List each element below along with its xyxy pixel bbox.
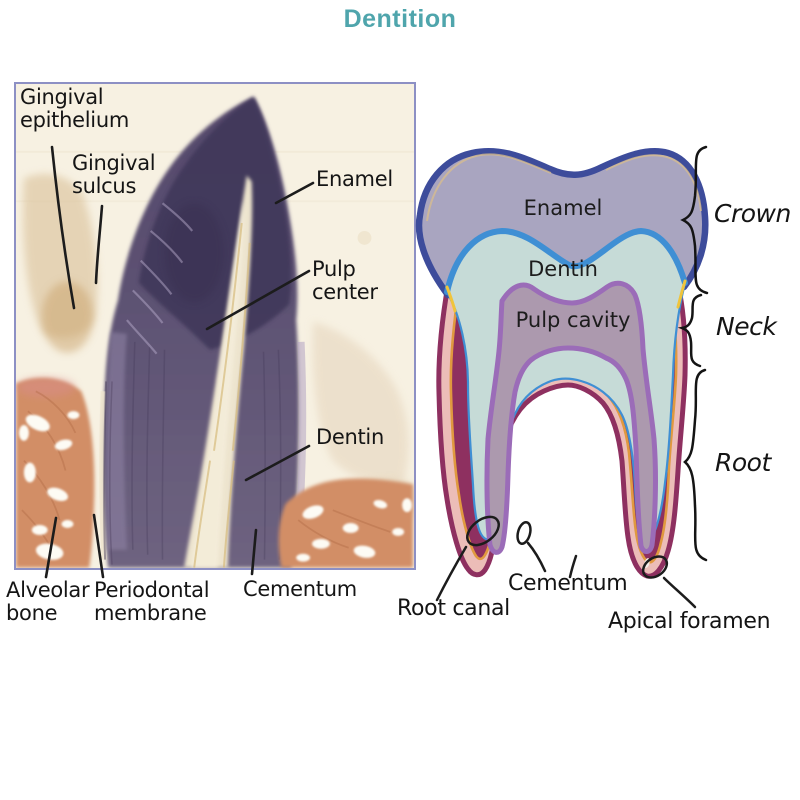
label-diagram-enamel: Enamel: [523, 196, 603, 220]
cementum-loop: [516, 521, 532, 545]
alveolar-bone-region: [16, 377, 95, 568]
label-line: Gingival: [20, 85, 104, 109]
apical-foramen: [644, 558, 650, 568]
label-line: center: [312, 280, 378, 304]
label-root-canal: Root canal: [397, 596, 510, 621]
periodontal-membrane-region: [109, 381, 113, 565]
label-line: sulcus: [72, 174, 137, 198]
page-title: Dentition: [343, 5, 457, 33]
label-diagram-dentin: Dentin: [528, 257, 598, 281]
label-line: Periodontal: [94, 578, 210, 602]
label-line: Alveolar: [6, 578, 90, 602]
label-line: Gingival: [72, 151, 156, 175]
label-line: epithelium: [20, 108, 129, 132]
label-periodontal-membrane: Periodontal membrane: [94, 578, 210, 625]
label-histo-cementum: Cementum: [243, 577, 357, 601]
label-diagram-pulp-cavity: Pulp cavity: [515, 308, 631, 332]
apical-foramen-leader: [662, 576, 697, 609]
label-line: Pulp: [312, 257, 356, 281]
label-line: bone: [6, 601, 58, 625]
label-alveolar-bone: Alveolar bone: [6, 578, 90, 625]
label-crown: Crown: [714, 199, 791, 228]
label-diagram-cementum: Cementum: [508, 571, 628, 596]
label-histo-enamel: Enamel: [316, 167, 393, 191]
crown-brace: [680, 145, 709, 295]
root-canal-loop: [466, 515, 500, 547]
label-histo-dentin: Dentin: [316, 425, 384, 449]
label-root: Root: [715, 448, 771, 477]
apical-foramen-loop: [641, 555, 669, 579]
alveolar-bone-region-right: [278, 478, 414, 568]
cementum-diag-leader: [526, 541, 547, 573]
region-braces: [677, 145, 709, 562]
label-gingival-epithelium: Gingival epithelium: [20, 86, 129, 132]
neck-brace: [677, 293, 703, 368]
root-brace: [683, 368, 708, 562]
label-line: membrane: [94, 601, 207, 625]
label-pulp-center: Pulp center: [312, 258, 378, 304]
neck-gold-accent: [445, 279, 687, 313]
label-apical-foramen: Apical foramen: [608, 609, 771, 634]
root-canal-leader: [435, 545, 468, 602]
label-gingival-sulcus: Gingival sulcus: [72, 151, 156, 198]
cementum-layer: [436, 257, 688, 579]
label-neck: Neck: [716, 312, 777, 341]
